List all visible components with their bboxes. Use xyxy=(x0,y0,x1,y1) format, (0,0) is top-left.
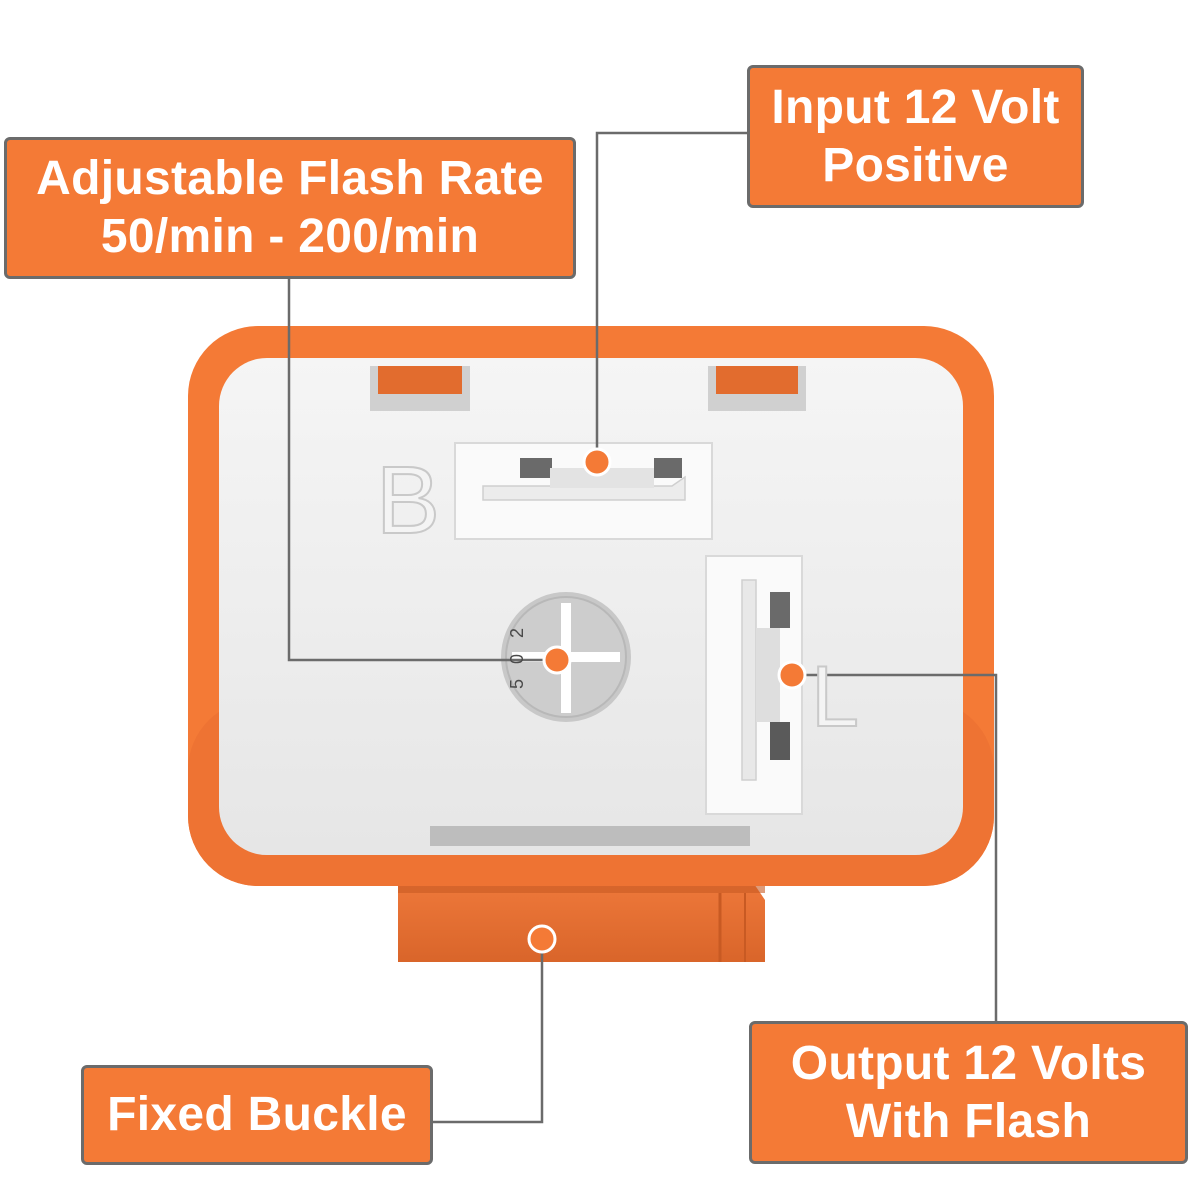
callout-dot-icon xyxy=(527,924,557,954)
fixed-buckle xyxy=(398,875,765,962)
callout-input-line2: Positive xyxy=(822,138,1009,192)
terminal-l-label: L xyxy=(811,649,859,745)
leader-flash-rate xyxy=(287,279,557,662)
callout-output-line2: With Flash xyxy=(845,1094,1092,1148)
callout-dot-icon xyxy=(777,660,807,690)
callout-flash-rate: Adjustable Flash Rate 50/min - 200/min xyxy=(4,137,576,279)
callout-flash-rate-line2: 50/min - 200/min xyxy=(100,210,480,263)
callout-output-line1: Output 12 Volts xyxy=(790,1036,1147,1090)
leader-input xyxy=(595,131,749,462)
callout-dots xyxy=(527,447,807,954)
leader-lines xyxy=(287,131,998,1124)
leader-buckle xyxy=(433,939,544,1124)
terminal-b-label: B xyxy=(376,447,440,554)
dial-mark-2: 2 xyxy=(507,628,527,638)
callout-output: Output 12 Volts With Flash xyxy=(749,1021,1188,1164)
callout-fixed-buckle-line1: Fixed Buckle xyxy=(107,1088,407,1142)
callout-dot-icon xyxy=(582,447,612,477)
callout-fixed-buckle: Fixed Buckle xyxy=(81,1065,433,1165)
callout-dot-icon xyxy=(542,645,572,675)
leader-output xyxy=(792,673,998,1021)
callout-flash-rate-line1: Adjustable Flash Rate xyxy=(36,152,544,206)
dial-mark-5: 5 xyxy=(507,679,527,689)
dial-mark-0: 0 xyxy=(507,654,527,664)
callout-input: Input 12 Volt Positive xyxy=(747,65,1084,208)
callout-input-line1: Input 12 Volt xyxy=(771,80,1060,134)
